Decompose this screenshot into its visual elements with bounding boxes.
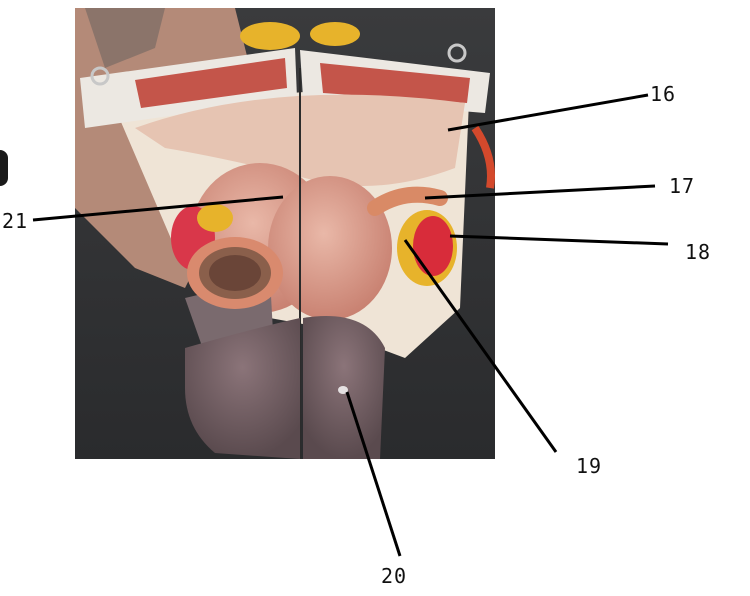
label-21: 21 (2, 209, 29, 233)
partial-left-marker (0, 150, 8, 186)
label-17: 17 (669, 174, 696, 198)
label-16: 16 (650, 82, 677, 106)
label-18: 18 (685, 240, 712, 264)
anatomical-model-photo (75, 8, 495, 459)
label-20: 20 (381, 564, 408, 588)
label-19: 19 (576, 454, 603, 478)
